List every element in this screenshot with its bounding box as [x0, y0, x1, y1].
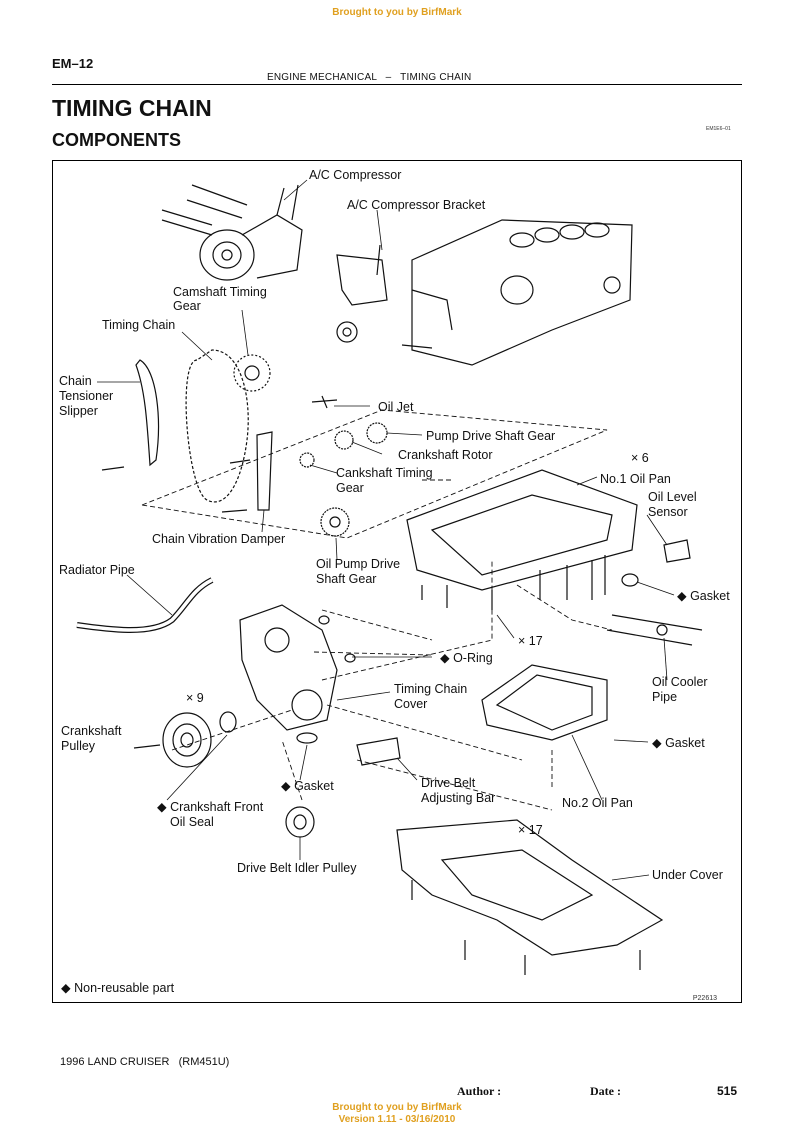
radiator-pipe-part — [76, 577, 214, 633]
adjusting-bar-part — [356, 737, 401, 766]
oil-pump-drive-gear-part — [320, 507, 350, 537]
label-camshaft-gear-line2: Gear — [173, 299, 201, 313]
engine-block-part — [401, 219, 633, 366]
label-oil-cooler-line1: Oil Cooler — [652, 675, 708, 689]
no2-oil-pan-part — [481, 664, 608, 741]
label-oil-jet: Oil Jet — [378, 400, 414, 414]
label-oil-level-line2: Sensor — [648, 505, 688, 519]
header-rule — [52, 84, 742, 85]
label-oil-level-line1: Oil Level — [648, 490, 697, 504]
under-cover-part — [396, 819, 664, 956]
page-subtitle: COMPONENTS — [52, 130, 182, 150]
label-front-seal-line1: ◆ Crankshaft Front — [157, 800, 264, 814]
label-camshaft-gear-line1: Camshaft Timing — [173, 285, 267, 299]
vibration-damper-part — [256, 431, 273, 511]
label-x9: × 9 — [186, 691, 204, 705]
section-label: ENGINE MECHANICAL – TIMING CHAIN — [267, 72, 472, 83]
label-tc-cover-line1: Timing Chain — [394, 682, 468, 696]
legend-non-reusable: ◆ Non-reusable part — [61, 981, 175, 995]
label-pump-drive-gear: Pump Drive Shaft Gear — [426, 429, 556, 443]
timing-chain-cover-part — [239, 604, 338, 731]
exploded-diagram: P22613 — [76, 179, 717, 1002]
label-crankshaft-rotor: Crankshaft Rotor — [398, 448, 493, 462]
page-number: 515 — [717, 1084, 738, 1098]
label-oil-cooler-line2: Pipe — [652, 690, 678, 704]
branding-bottom-line2: Version 1.11 - 03/16/2010 — [338, 1114, 456, 1125]
footer-author-label: Author : — [457, 1084, 502, 1098]
no1-oil-pan-part — [406, 469, 638, 610]
branding-bottom: Brought to you by BirfMark Version 1.11 … — [0, 1102, 794, 1126]
label-gasket-sensor: ◆ Gasket — [677, 589, 730, 603]
idler-pulley-part — [285, 806, 315, 838]
oil-cooler-pipe-part — [606, 614, 703, 646]
label-tc-cover-line2: Cover — [394, 697, 428, 711]
label-crank-pulley-line1: Crankshaft — [61, 724, 122, 738]
label-x6: × 6 — [631, 451, 649, 465]
alignment-lines — [141, 409, 613, 811]
label-front-seal-line2: Oil Seal — [170, 815, 214, 829]
label-crank-gear-line2: Gear — [336, 481, 364, 495]
tensioner-slipper-part — [135, 359, 160, 467]
footer-date-label: Date : — [590, 1084, 621, 1098]
crank-timing-gear-part — [299, 452, 315, 468]
label-idler-pulley: Drive Belt Idler Pulley — [237, 861, 357, 875]
label-vibration-damper: Chain Vibration Damper — [152, 532, 286, 546]
crankshaft-pulley-part — [162, 712, 212, 768]
label-x17-upper: × 17 — [518, 634, 543, 648]
label-radiator-pipe: Radiator Pipe — [59, 563, 135, 577]
crankshaft-rotor-part — [334, 430, 354, 450]
timing-chain-part — [185, 349, 249, 503]
figure-ref: P22613 — [693, 995, 717, 1002]
label-oil-pump-gear-line1: Oil Pump Drive — [316, 557, 401, 571]
oil-jet-part — [311, 395, 338, 409]
ac-compressor-part — [161, 184, 303, 281]
label-belt-bar-line1: Drive Belt — [421, 776, 476, 790]
figure-code: EM1E6–01 — [706, 126, 731, 132]
label-tensioner-line3: Slipper — [59, 404, 98, 418]
oil-level-sensor-part — [663, 539, 691, 563]
label-belt-bar-line2: Adjusting Bar — [421, 791, 496, 805]
figure-frame — [52, 160, 742, 1003]
leader-lines — [97, 179, 675, 881]
gasket-part — [296, 732, 318, 744]
label-crank-pulley-line2: Pulley — [61, 739, 96, 753]
pump-drive-gear-part — [366, 422, 388, 444]
label-gasket-pan: ◆ Gasket — [652, 736, 705, 750]
camshaft-gear-part — [233, 354, 271, 392]
label-no1-oil-pan: No.1 Oil Pan — [600, 472, 671, 486]
label-under-cover: Under Cover — [652, 868, 723, 882]
ac-bracket-part — [336, 244, 388, 343]
page-title: TIMING CHAIN — [52, 95, 212, 121]
label-ac-compressor: A/C Compressor — [309, 168, 402, 182]
label-tensioner-line1: Chain — [59, 374, 92, 388]
label-ac-bracket: A/C Compressor Bracket — [347, 198, 486, 212]
branding-bottom-line1: Brought to you by BirfMark — [332, 1102, 462, 1113]
label-no2-oil-pan: No.2 Oil Pan — [562, 796, 633, 810]
label-crank-gear-line1: Cankshaft Timing — [336, 466, 433, 480]
footer-model: 1996 LAND CRUISER (RM451U) — [60, 1056, 230, 1068]
label-timing-chain: Timing Chain — [102, 318, 176, 332]
label-x17-lower: × 17 — [518, 823, 543, 837]
front-oil-seal-part — [219, 711, 237, 733]
label-tensioner-line2: Tensioner — [59, 389, 114, 403]
branding-top: Brought to you by BirfMark — [332, 7, 462, 18]
page-code: EM–12 — [52, 56, 94, 71]
label-o-ring: ◆ O-Ring — [440, 651, 493, 665]
label-oil-pump-gear-line2: Shaft Gear — [316, 572, 377, 586]
label-gasket-cover: ◆ Gasket — [281, 779, 334, 793]
